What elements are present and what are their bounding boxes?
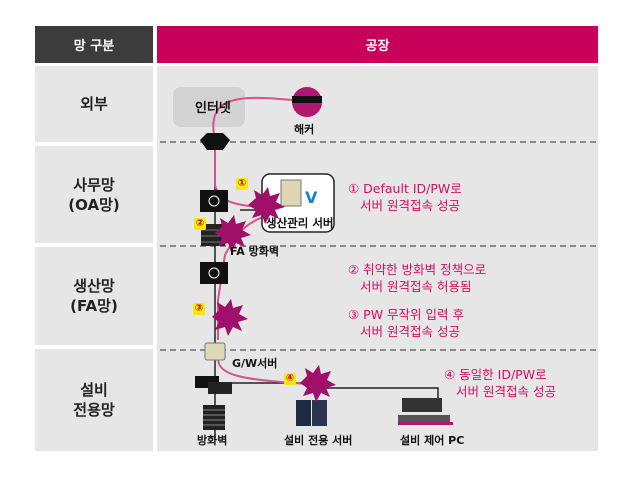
- zone-label: 외부: [80, 95, 108, 113]
- zone-header: 망 구분: [35, 26, 153, 63]
- equip-pc-icon: [398, 398, 453, 425]
- step-badge: ④: [284, 373, 296, 385]
- hacker-label: 해커: [294, 123, 315, 136]
- zone-external: 외부: [35, 66, 153, 142]
- note-line: ④ 동일한 ID/PW로: [444, 367, 547, 382]
- internet-cloud: [173, 87, 245, 127]
- server-icon: V: [280, 179, 318, 207]
- equip-server-icon: [296, 400, 327, 426]
- factory-header: 공장: [157, 26, 598, 63]
- explosion-icon: [212, 187, 336, 402]
- divider: [160, 245, 596, 247]
- step-badge: ①: [236, 178, 248, 190]
- divider: [160, 349, 596, 351]
- zone-label: 설비: [80, 381, 108, 399]
- note-line: ③ PW 무작위 입력 후: [348, 307, 464, 322]
- note-line: ① Default ID/PW로: [348, 181, 462, 196]
- zone-sub: (OA망): [68, 195, 120, 214]
- zone-production: 생산망 (FA망): [35, 247, 153, 345]
- equip-pc-label: 설비 제어 PC: [400, 434, 465, 447]
- note-line: 서버 원격접속 성공: [456, 384, 556, 399]
- zone-sub: (FA망): [70, 297, 118, 315]
- router-icon: [200, 133, 230, 150]
- equip-server-label: 설비 전용 서버: [284, 434, 353, 447]
- step-badge: ③: [193, 303, 205, 315]
- zone-sub: 전용망: [73, 401, 115, 419]
- zone-label: 생산망: [73, 277, 115, 295]
- firewall-label: 방화벽: [197, 434, 228, 447]
- note-line: ② 취약한 방화벽 정책으로: [348, 262, 487, 277]
- internet-label: 인터넷: [195, 101, 231, 116]
- note-line: 서버 원격접속 성공: [360, 198, 460, 213]
- note-line: 서버 원격접속 성공: [360, 324, 460, 339]
- firewall-icon: [203, 405, 225, 430]
- gw-server-icon: [204, 342, 226, 361]
- step-badge: ②: [194, 218, 206, 230]
- gw-server-label: G/W서버: [232, 357, 278, 370]
- zone-label: 사무망: [73, 175, 115, 194]
- switch-icon: [200, 190, 228, 212]
- svg-text:V: V: [305, 188, 318, 207]
- fa-firewall-label: FA 방화벽: [230, 245, 279, 258]
- switch-icon: [200, 262, 228, 284]
- mes-server-label: 생산관리 서버: [266, 216, 334, 230]
- note-line: 서버 원격접속 허용됨: [360, 279, 472, 294]
- switch-icon: [195, 376, 232, 394]
- zone-office: 사무망(OA망): [35, 146, 153, 243]
- divider: [160, 141, 596, 143]
- hacker-icon: [292, 87, 322, 117]
